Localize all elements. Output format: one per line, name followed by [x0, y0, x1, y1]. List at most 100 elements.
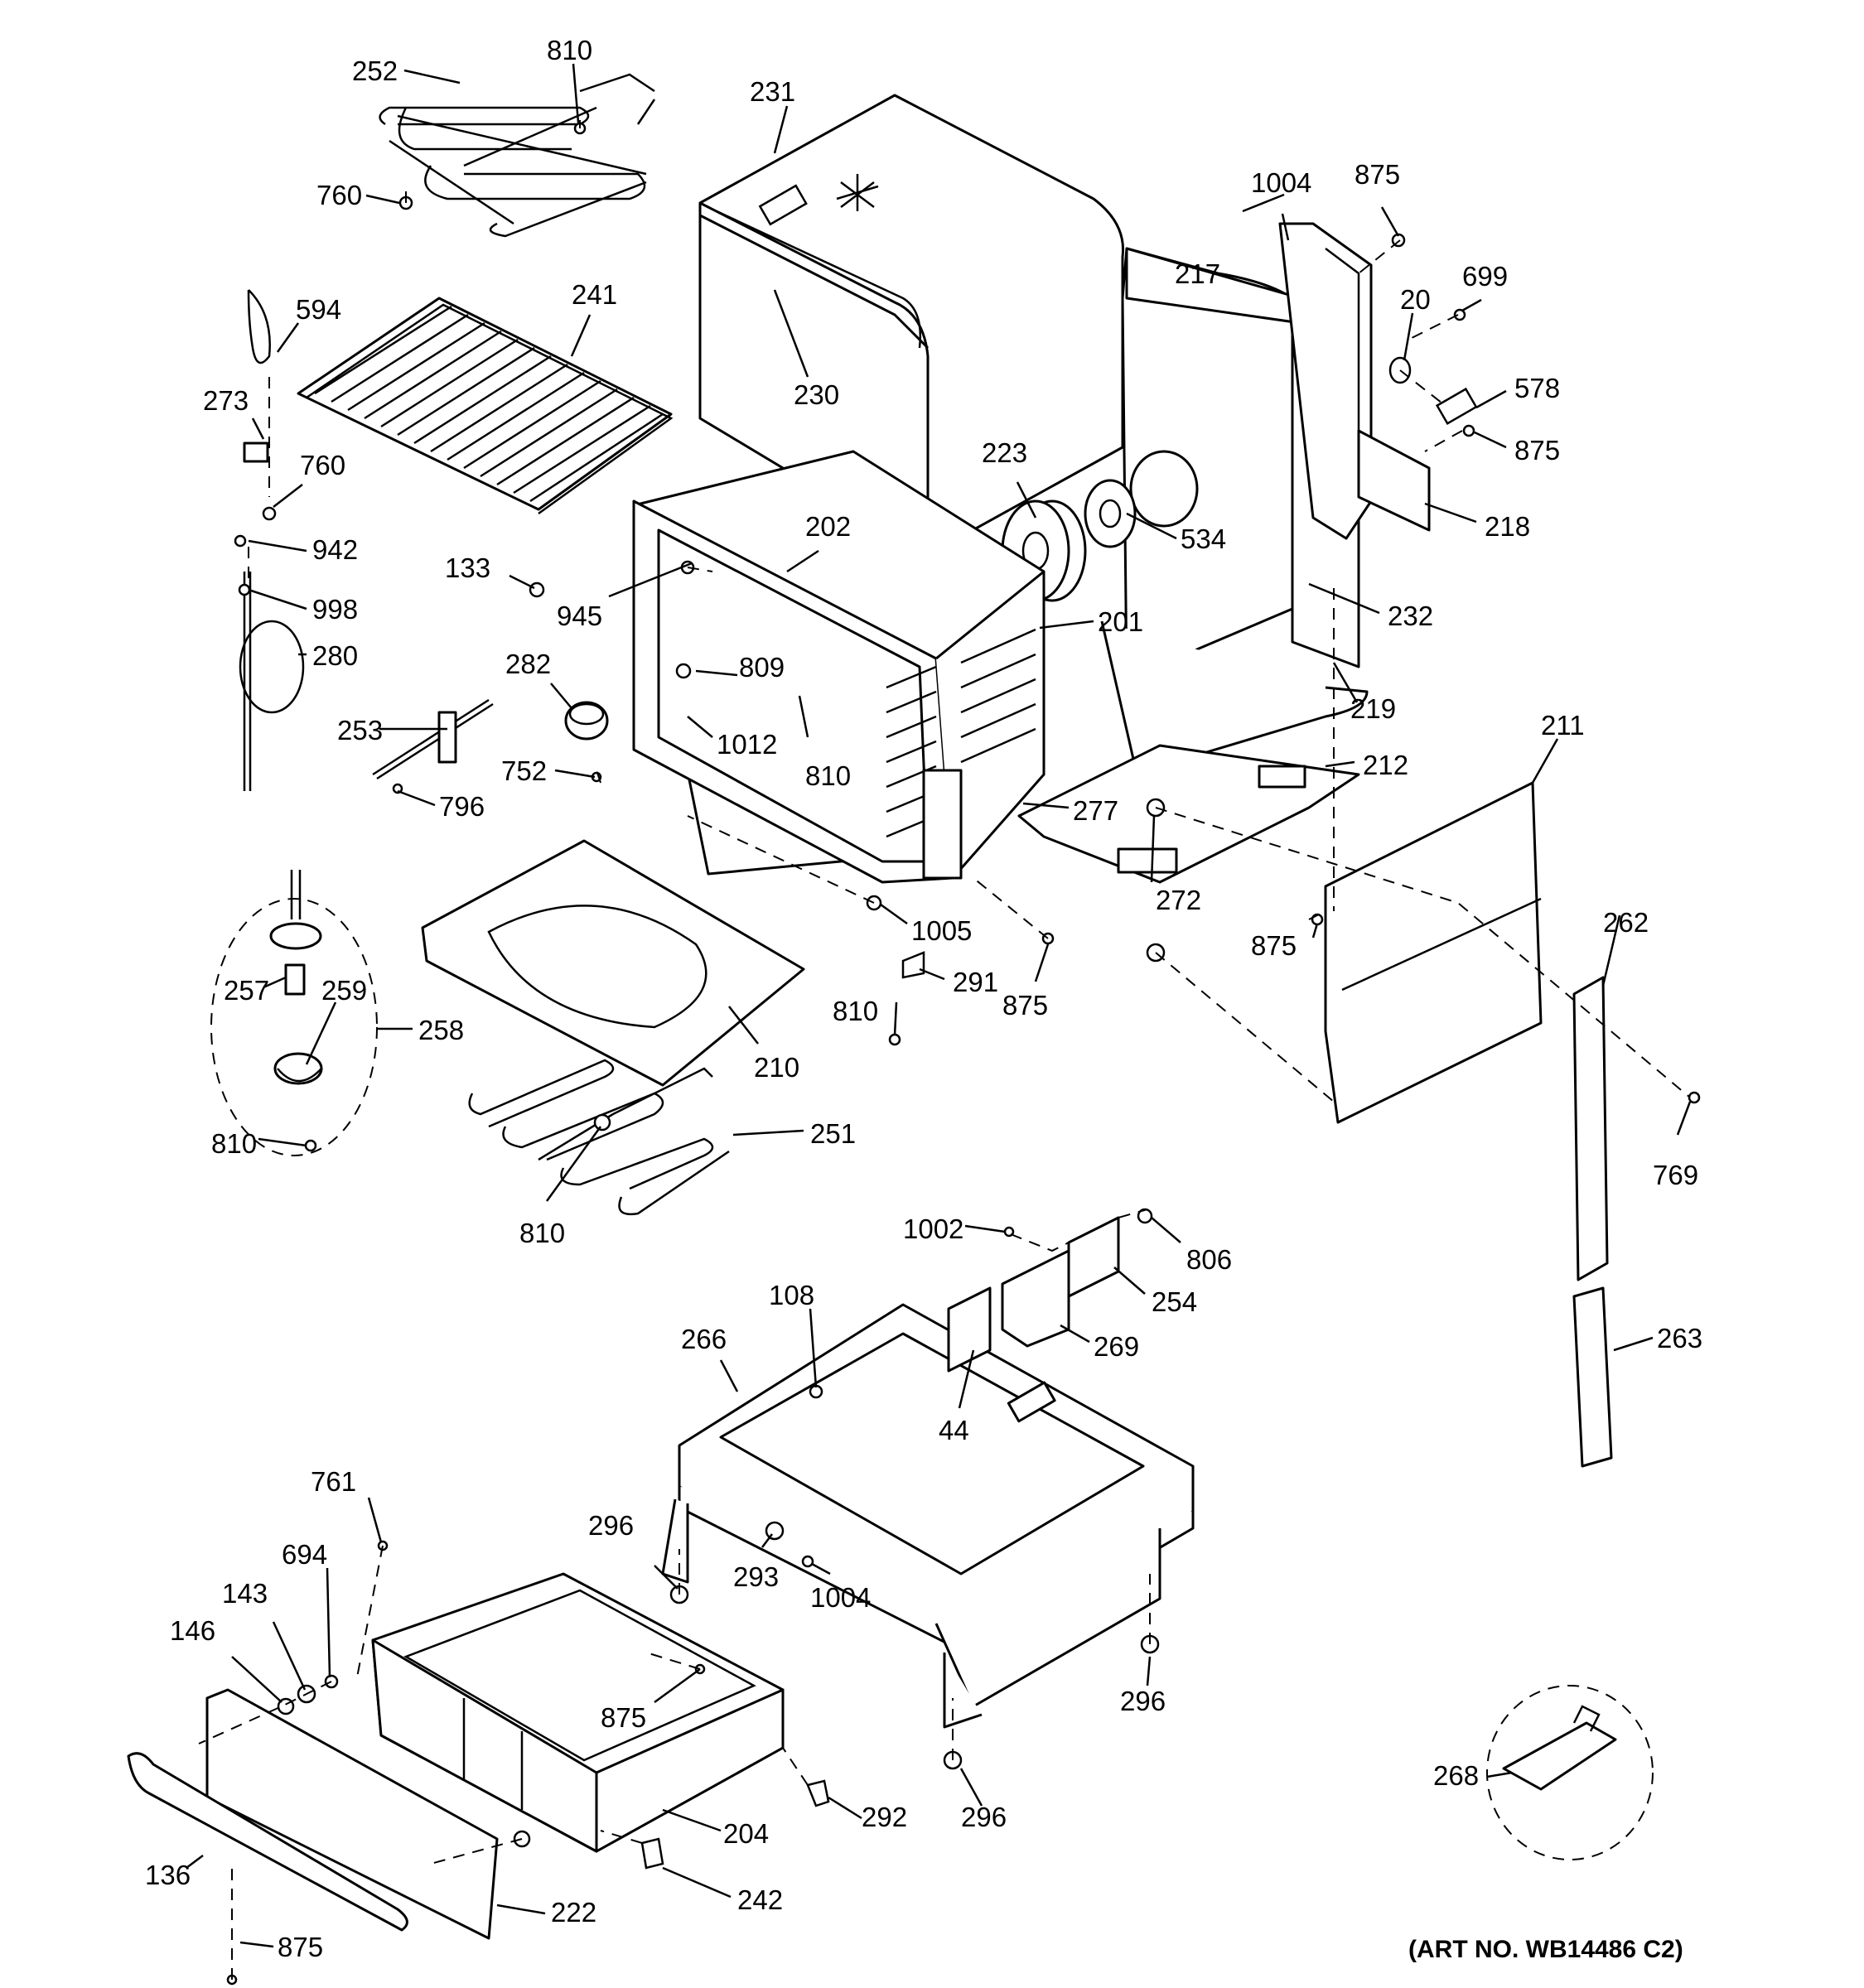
callout-44: 44 [939, 1415, 969, 1445]
callout-760: 760 [300, 450, 345, 480]
oven-floor-panel [421, 839, 805, 1087]
callout-810: 810 [805, 760, 851, 791]
callout-268: 268 [1433, 1760, 1479, 1791]
callout-809: 809 [739, 652, 785, 683]
callout-292: 292 [862, 1802, 907, 1832]
callout-594: 594 [296, 294, 341, 325]
broil-element [379, 73, 656, 238]
callout-204: 204 [723, 1818, 769, 1849]
callout-labels: 252 810 231 760 594 241 273 230 760 942 … [145, 35, 1702, 1962]
callout-752: 752 [501, 755, 547, 786]
callout-942: 942 [312, 534, 358, 565]
callout-810: 810 [519, 1218, 565, 1248]
callout-217: 217 [1175, 258, 1220, 289]
callout-806: 806 [1186, 1244, 1232, 1275]
callout-1012: 1012 [717, 729, 777, 760]
drawer-front-panel [205, 1688, 499, 1940]
oven-cavity [632, 450, 1045, 884]
bake-element [468, 1059, 730, 1216]
callout-20: 20 [1400, 284, 1431, 315]
back-panel [1100, 247, 1369, 768]
callout-263: 263 [1657, 1323, 1702, 1353]
sensor-assembly [210, 870, 378, 1156]
callout-291: 291 [953, 967, 998, 997]
callout-108: 108 [769, 1280, 814, 1310]
callout-133: 133 [445, 552, 490, 583]
callout-252: 252 [352, 55, 398, 86]
callout-699: 699 [1462, 261, 1508, 292]
callout-293: 293 [733, 1561, 779, 1592]
callout-212: 212 [1363, 750, 1408, 780]
callout-769: 769 [1653, 1160, 1698, 1190]
callout-136: 136 [145, 1860, 191, 1890]
control-panel-bracket [1278, 222, 1431, 540]
callout-945: 945 [557, 601, 602, 631]
callout-146: 146 [170, 1615, 215, 1646]
callout-218: 218 [1485, 511, 1530, 542]
callout-266: 266 [681, 1324, 727, 1354]
callout-241: 241 [572, 279, 617, 310]
callout-1004: 1004 [810, 1582, 871, 1613]
callout-219: 219 [1350, 693, 1396, 724]
callout-578: 578 [1514, 373, 1560, 403]
callout-810: 810 [833, 996, 878, 1026]
callout-222: 222 [551, 1897, 596, 1928]
callout-760: 760 [316, 180, 362, 210]
callout-1004: 1004 [1251, 167, 1311, 198]
storage-drawer [371, 1572, 785, 1853]
control-mount [947, 1216, 1120, 1423]
callout-253: 253 [337, 715, 383, 746]
callout-277: 277 [1073, 795, 1118, 826]
callout-269: 269 [1094, 1331, 1139, 1362]
temperature-sensor [239, 289, 305, 791]
callout-1005: 1005 [911, 915, 972, 946]
callout-998: 998 [312, 594, 358, 625]
callout-143: 143 [222, 1578, 268, 1609]
fan-baffle [1084, 479, 1137, 548]
callout-258: 258 [418, 1015, 464, 1045]
callout-259: 259 [321, 975, 367, 1006]
callout-242: 242 [737, 1884, 783, 1915]
callout-231: 231 [750, 76, 795, 107]
callout-223: 223 [982, 437, 1027, 468]
callout-1002: 1002 [903, 1214, 963, 1244]
callout-875: 875 [1002, 990, 1048, 1021]
oven-bottom-shield [1017, 744, 1360, 884]
callout-232: 232 [1388, 601, 1433, 631]
callout-273: 273 [203, 385, 249, 416]
art-number: (ART NO. WB14486 C2) [1408, 1936, 1683, 1963]
callout-254: 254 [1152, 1286, 1197, 1317]
callout-694: 694 [282, 1539, 327, 1570]
side-trim-upper [1572, 976, 1609, 1281]
callout-257: 257 [224, 975, 269, 1006]
drawer-handle [127, 1752, 408, 1932]
callout-211: 211 [1541, 710, 1585, 741]
callout-875: 875 [601, 1702, 646, 1733]
leader-lines [186, 63, 1692, 1948]
callout-875: 875 [1355, 159, 1400, 190]
drawer-chassis [661, 1303, 1195, 1729]
callout-296: 296 [588, 1510, 634, 1541]
component-268-detail [1486, 1685, 1654, 1860]
callout-761: 761 [311, 1466, 356, 1497]
callout-296: 296 [1120, 1686, 1166, 1716]
callout-875: 875 [1251, 930, 1297, 961]
callout-282: 282 [505, 649, 551, 679]
assembly-lines [198, 120, 1691, 1980]
bracket-253 [372, 698, 494, 780]
rear-cover-panel [1324, 781, 1543, 1124]
callout-875: 875 [1514, 435, 1560, 466]
callout-262: 262 [1603, 907, 1649, 938]
callout-201: 201 [1098, 606, 1143, 637]
callout-796: 796 [439, 791, 485, 822]
oven-rack [297, 297, 674, 515]
knob-282 [564, 701, 609, 741]
callout-810: 810 [211, 1128, 257, 1159]
side-trim-lower [1572, 1286, 1613, 1468]
callout-210: 210 [754, 1052, 799, 1083]
callout-534: 534 [1181, 524, 1226, 554]
callout-280: 280 [312, 640, 358, 671]
callout-251: 251 [810, 1118, 856, 1149]
callout-272: 272 [1156, 885, 1201, 915]
